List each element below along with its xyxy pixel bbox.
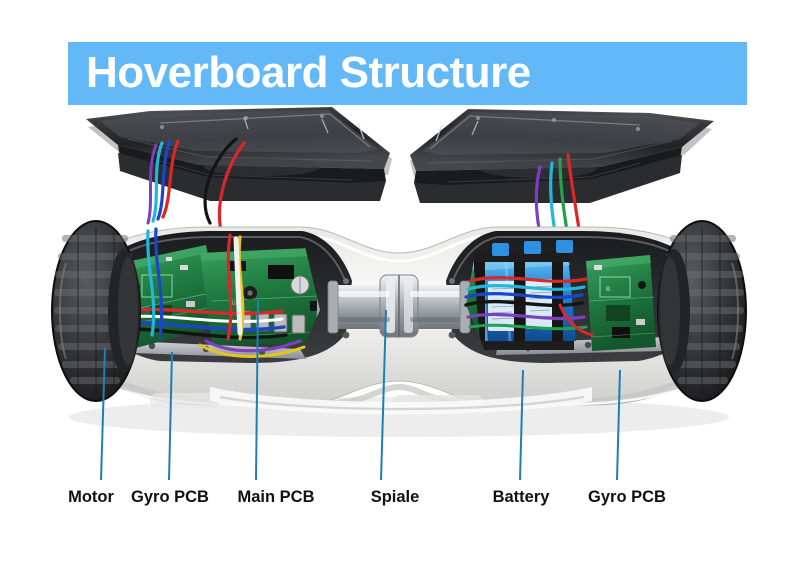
gyro-pcb-right-board: B [586, 255, 656, 351]
cover-wire-harness-left [146, 137, 246, 237]
left-wheel-motor [51, 220, 141, 402]
title-banner: Hoverboard Structure [68, 42, 747, 105]
svg-text:B: B [606, 286, 610, 293]
callout-label-main-pcb: Main PCB [237, 488, 315, 506]
callout-label-spiale: Spiale [370, 488, 420, 506]
right-top-cover [410, 109, 714, 203]
callout-label-battery: Battery [492, 488, 550, 506]
callout-label-row: Motor Gyro PCB Main PCB Spiale Battery G… [0, 487, 799, 517]
callout-label-motor: Motor [68, 488, 114, 506]
hoverboard-photo: U1 [0, 105, 799, 465]
page-title: Hoverboard Structure [86, 47, 531, 97]
callout-label-gyro-pcb-right: Gyro PCB [588, 488, 666, 506]
center-axle-spiale [327, 274, 471, 339]
right-wheel-motor [657, 220, 747, 402]
svg-text:U1: U1 [232, 301, 239, 307]
front-lip [210, 387, 592, 415]
hoverboard-illustration: U1 [0, 105, 799, 465]
right-wire-bundle [464, 275, 594, 337]
callout-label-gyro-pcb-left: Gyro PCB [131, 488, 209, 506]
left-wire-bundle [124, 227, 306, 358]
